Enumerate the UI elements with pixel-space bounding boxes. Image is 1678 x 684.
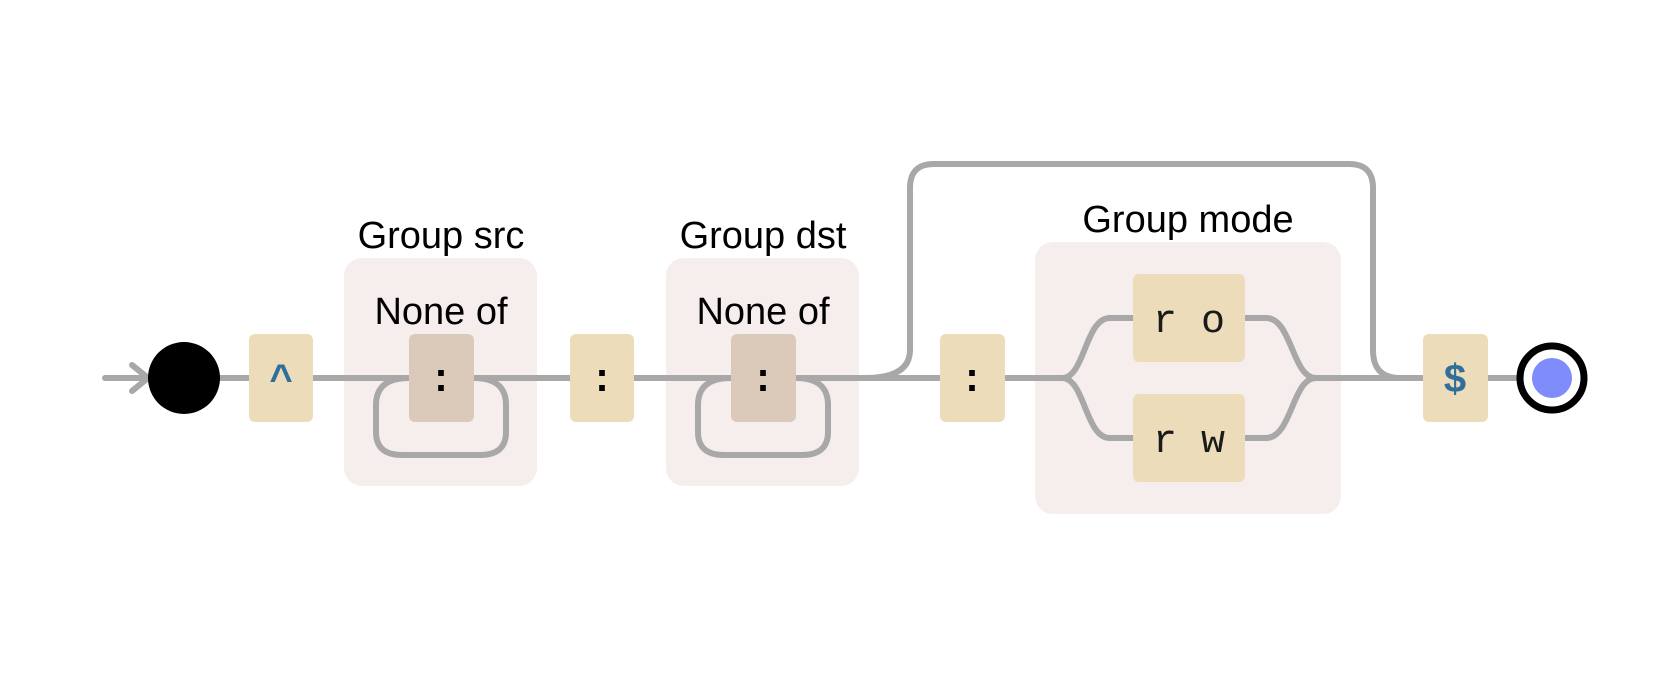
group-dst-char: : [751,359,775,404]
group-src-title: Group src [358,215,525,257]
mode-option-ro: r o [1153,300,1225,345]
group-src-subtitle: None of [374,291,508,333]
group-dst-title: Group dst [680,215,847,257]
group-dst-subtitle: None of [696,291,830,333]
wires [102,161,1521,458]
loop-dst [695,375,831,458]
group-dst-char-box [731,334,796,422]
branch-ro-out [1242,315,1319,381]
mode-option-rw: r w [1153,420,1225,465]
start-node [148,342,220,414]
separator-1-box [570,334,634,422]
start-anchor-label: ^ [269,357,292,401]
group-mode-box [1035,242,1341,514]
separator-2-box [940,334,1005,422]
start-anchor-box [249,334,313,422]
branch-ro-in [1059,315,1136,381]
separator-2-label: : [960,359,984,404]
loop-src [373,375,509,458]
mode-option-ro-box [1133,274,1245,362]
end-anchor-box [1423,334,1488,422]
end-node-inner [1532,358,1572,398]
branch-rw-out [1242,375,1319,441]
mode-option-rw-box [1133,394,1245,482]
end-anchor-label: $ [1444,357,1466,401]
separator-1-label: : [590,359,614,404]
group-mode-title: Group mode [1082,199,1293,241]
bypass-mode [862,161,1403,381]
group-src-char: : [429,359,453,404]
branch-rw-in [1059,375,1136,441]
group-src-char-box [409,334,474,422]
